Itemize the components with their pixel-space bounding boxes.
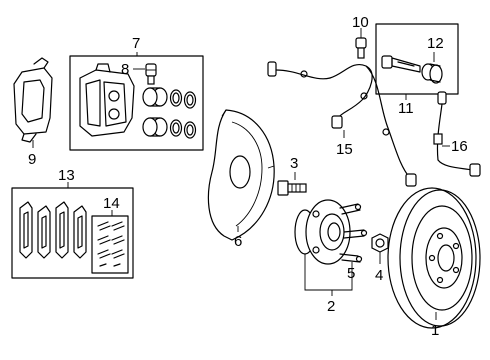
callout-7: 7	[132, 35, 140, 52]
caliper-kit-box	[69, 55, 204, 151]
callout-1: 1	[431, 322, 439, 339]
leader-2	[304, 254, 353, 291]
callout-2: 2	[327, 298, 335, 315]
hub-nut	[371, 233, 389, 253]
callout-12: 12	[427, 35, 444, 52]
guide-pin-boot	[421, 63, 443, 84]
callout-13: 13	[58, 167, 75, 184]
bleeder-screw	[145, 63, 157, 85]
callout-16: 16	[451, 138, 468, 155]
guide-pin-bolt	[355, 37, 367, 59]
brake-rotor	[387, 187, 481, 329]
callout-8: 8	[121, 61, 129, 78]
callout-3: 3	[290, 155, 298, 172]
callout-14: 14	[103, 195, 120, 212]
hub-bolt	[277, 180, 307, 196]
callout-6: 6	[234, 233, 242, 250]
callout-4: 4	[375, 267, 383, 284]
callout-10: 10	[352, 14, 369, 31]
hardware-clips	[97, 221, 125, 267]
caliper-housing	[79, 63, 135, 137]
dust-shield	[207, 109, 275, 241]
abs-sensor-harness	[267, 61, 417, 187]
brake-pad-kit-box	[11, 187, 134, 279]
caliper-pistons-and-seals	[142, 87, 197, 139]
brake-pads	[19, 201, 87, 259]
guide-pin	[381, 55, 421, 73]
caliper-bracket	[13, 57, 53, 143]
pad-wear-sensor	[433, 91, 481, 177]
hub-bearing-assembly	[294, 199, 368, 265]
guide-pin-kit-box	[375, 23, 459, 95]
callout-9: 9	[28, 151, 36, 168]
callout-15: 15	[336, 141, 353, 158]
hardware-kit-box	[91, 215, 129, 274]
callout-11: 11	[398, 100, 414, 117]
callout-5: 5	[347, 265, 355, 282]
